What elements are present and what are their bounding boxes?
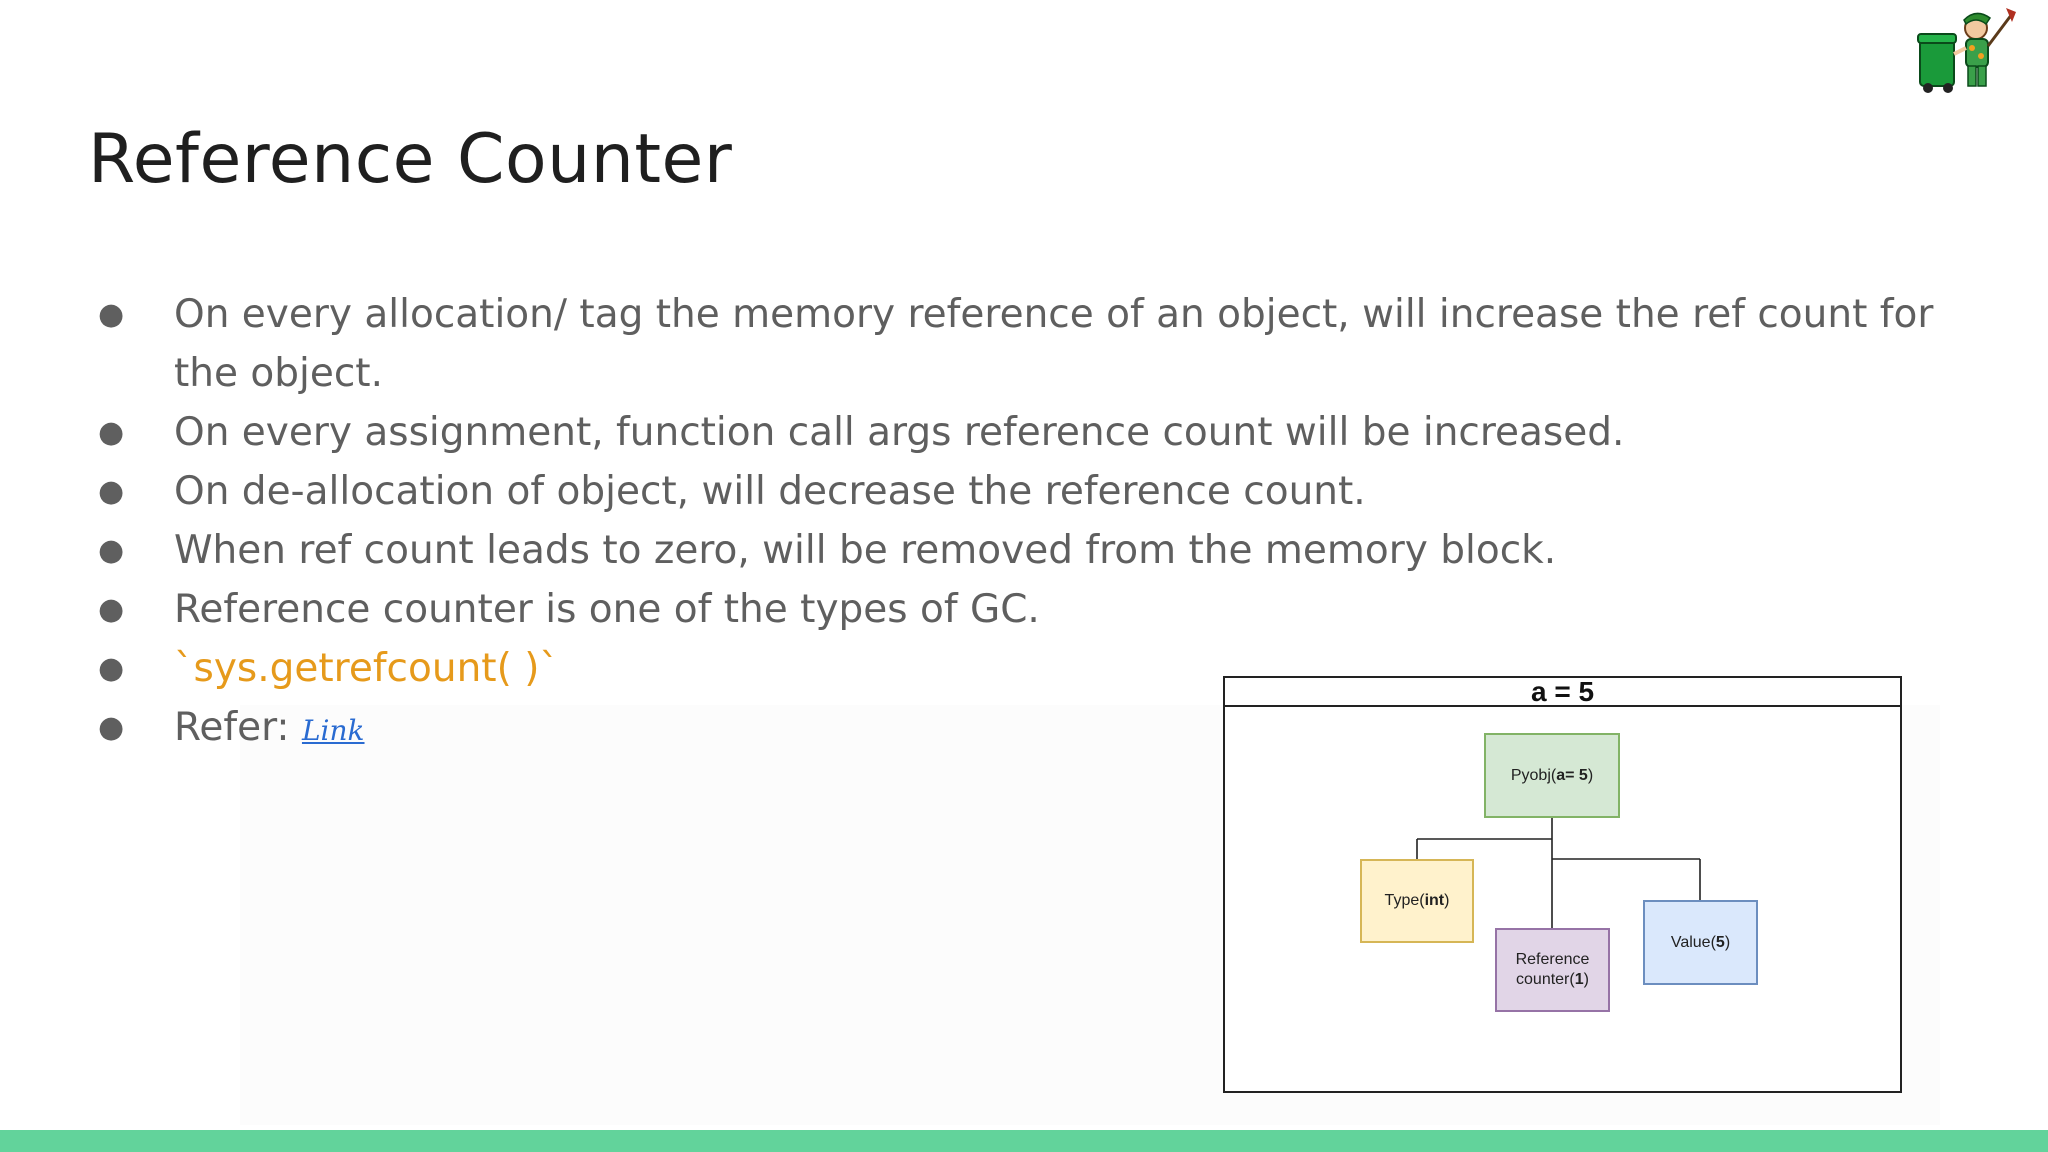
- refer-line: Refer: Link: [174, 698, 1948, 760]
- bullet-text: On every assignment, function call args …: [174, 410, 1625, 455]
- bullet-item: `sys.getrefcount( )`: [98, 639, 1948, 698]
- bullet-text: Reference counter is one of the types of…: [174, 587, 1040, 632]
- bullet-icon: [98, 285, 174, 344]
- footer-accent-bar: [0, 1130, 2048, 1152]
- bullet-icon: [98, 698, 174, 757]
- slide-title: Reference Counter: [88, 120, 733, 199]
- bullet-text: On de-allocation of object, will decreas…: [174, 469, 1366, 514]
- bullet-text: On every allocation/ tag the memory refe…: [174, 292, 1934, 396]
- bullet-item: Reference counter is one of the types of…: [98, 580, 1948, 639]
- bullet-icon: [98, 521, 174, 580]
- diagram-header: a = 5: [1225, 678, 1900, 707]
- pyobj-node: Pyobj(a= 5): [1484, 733, 1620, 818]
- bullet-icon: [98, 462, 174, 521]
- bullet-icon: [98, 403, 174, 462]
- bullet-item: On every assignment, function call args …: [98, 403, 1948, 462]
- type-node: Type(int): [1360, 859, 1474, 943]
- connector-lines: [1416, 818, 1701, 928]
- bullet-icon: [98, 580, 174, 639]
- bullet-text: When ref count leads to zero, will be re…: [174, 528, 1557, 573]
- bullet-list: On every allocation/ tag the memory refe…: [98, 285, 1948, 760]
- garbage-collector-mascot-icon: [1916, 6, 2016, 94]
- bullet-item: Refer: Link: [98, 698, 1948, 760]
- bullet-item: On de-allocation of object, will decreas…: [98, 462, 1948, 521]
- reference-link[interactable]: Link: [301, 714, 365, 747]
- code-snippet: `sys.getrefcount( )`: [174, 646, 559, 691]
- refer-prefix: Refer:: [174, 705, 302, 750]
- bullet-icon: [98, 639, 174, 698]
- value-node: Value(5): [1643, 900, 1758, 985]
- bullet-item: On every allocation/ tag the memory refe…: [98, 285, 1948, 403]
- bullet-item: When ref count leads to zero, will be re…: [98, 521, 1948, 580]
